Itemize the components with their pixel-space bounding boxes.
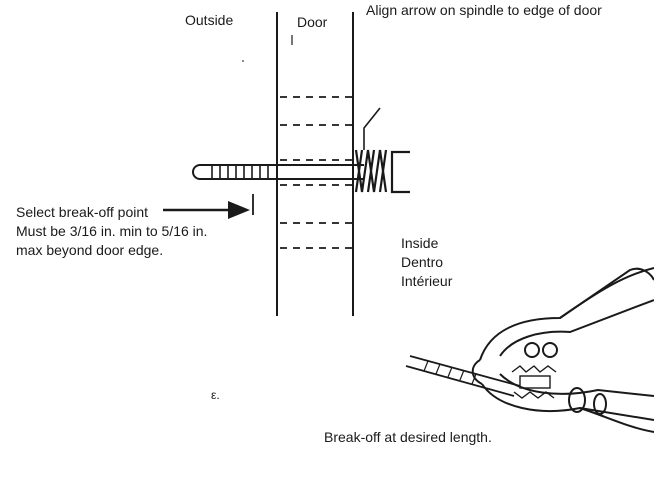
label-breakoff-range: Must be 3/16 in. min to 5/16 in. — [16, 223, 208, 239]
align-pointer-line — [363, 107, 381, 150]
label-stray-mark: ε. — [211, 388, 220, 402]
label-dentro: Dentro — [401, 254, 444, 270]
label-select-breakoff: Select break-off point — [16, 204, 149, 220]
label-breakoff-length: Break-off at desired length. — [324, 429, 492, 445]
label-outside: Outside — [185, 12, 234, 28]
spring-coil — [354, 149, 388, 193]
door-bore-dashed-lines — [280, 96, 352, 249]
spindle — [192, 164, 364, 180]
label-align-arrow: Align arrow on spindle to edge of door — [366, 2, 602, 18]
pliers-illustration — [405, 267, 654, 433]
label-inside: Inside — [401, 235, 439, 251]
label-interieur: Intérieur — [401, 273, 453, 289]
label-door: Door — [297, 14, 328, 30]
breakoff-arrow-head — [228, 201, 250, 219]
label-breakoff-edge: max beyond door edge. — [16, 242, 164, 258]
spindle-end-bracket — [390, 150, 410, 194]
